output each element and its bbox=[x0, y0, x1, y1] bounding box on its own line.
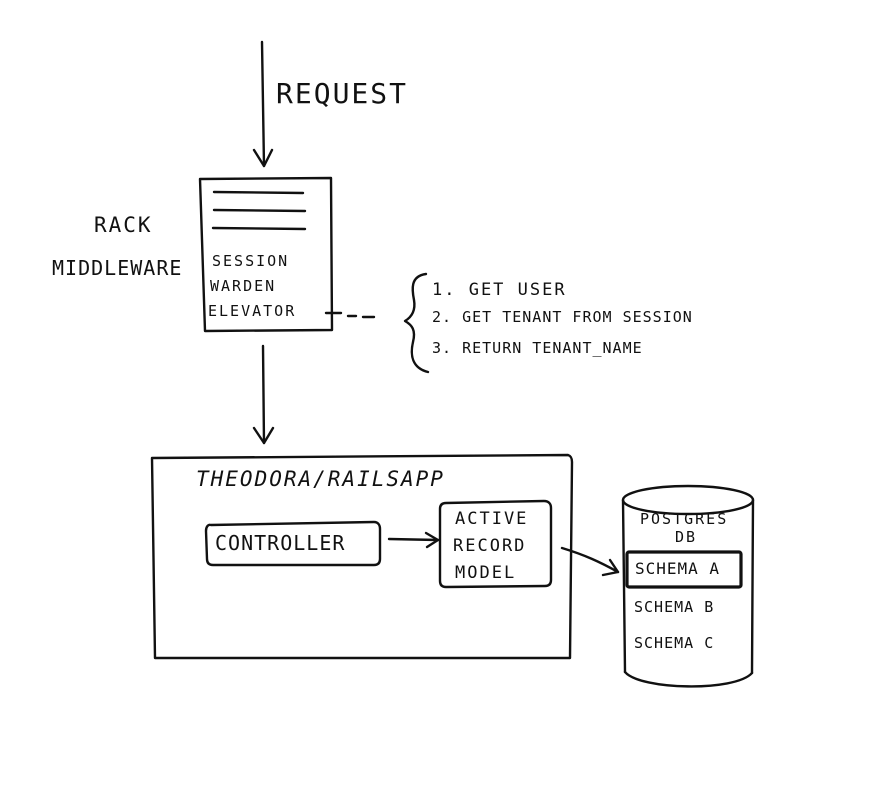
model-box bbox=[438, 499, 553, 589]
request-arrow bbox=[252, 40, 274, 168]
db-title-line1: POSTGRES bbox=[640, 510, 729, 528]
app-title: THEODORA/RAILSAPP bbox=[196, 467, 445, 491]
rack-label-line1: RACK bbox=[94, 213, 153, 237]
app-container bbox=[150, 453, 574, 660]
steps-brace bbox=[403, 272, 430, 374]
middleware-line-warden: WARDEN bbox=[210, 277, 277, 295]
step-1: 1. GET USER bbox=[432, 280, 567, 300]
middleware-line-session: SESSION bbox=[212, 252, 290, 270]
rack-label-line2: MIDDLEWARE bbox=[52, 256, 183, 280]
model-line-active: ACTIVE bbox=[455, 509, 529, 529]
dashed-connector bbox=[324, 311, 376, 319]
step-3: 3. RETURN TENANT_NAME bbox=[432, 339, 643, 357]
step-2: 2. GET TENANT FROM SESSION bbox=[432, 308, 693, 326]
model-line-model: MODEL bbox=[455, 563, 517, 583]
db-title-line2: DB bbox=[675, 528, 698, 546]
controller-to-model-arrow bbox=[387, 531, 440, 549]
middleware-box bbox=[198, 176, 334, 333]
request-label: REQUEST bbox=[276, 77, 409, 110]
database-cylinder bbox=[621, 484, 755, 688]
model-to-db-arrow bbox=[560, 546, 620, 577]
schema-a-highlight bbox=[625, 550, 743, 589]
controller-box bbox=[204, 520, 382, 567]
model-line-record: RECORD bbox=[453, 536, 527, 556]
middleware-to-app-arrow bbox=[252, 344, 275, 445]
middleware-line-elevator: ELEVATOR bbox=[208, 302, 297, 320]
schema-c-label: SCHEMA C bbox=[634, 634, 715, 652]
controller-label: CONTROLLER bbox=[215, 531, 346, 555]
schema-b-label: SCHEMA B bbox=[634, 598, 715, 616]
schema-a-label: SCHEMA A bbox=[635, 559, 721, 578]
